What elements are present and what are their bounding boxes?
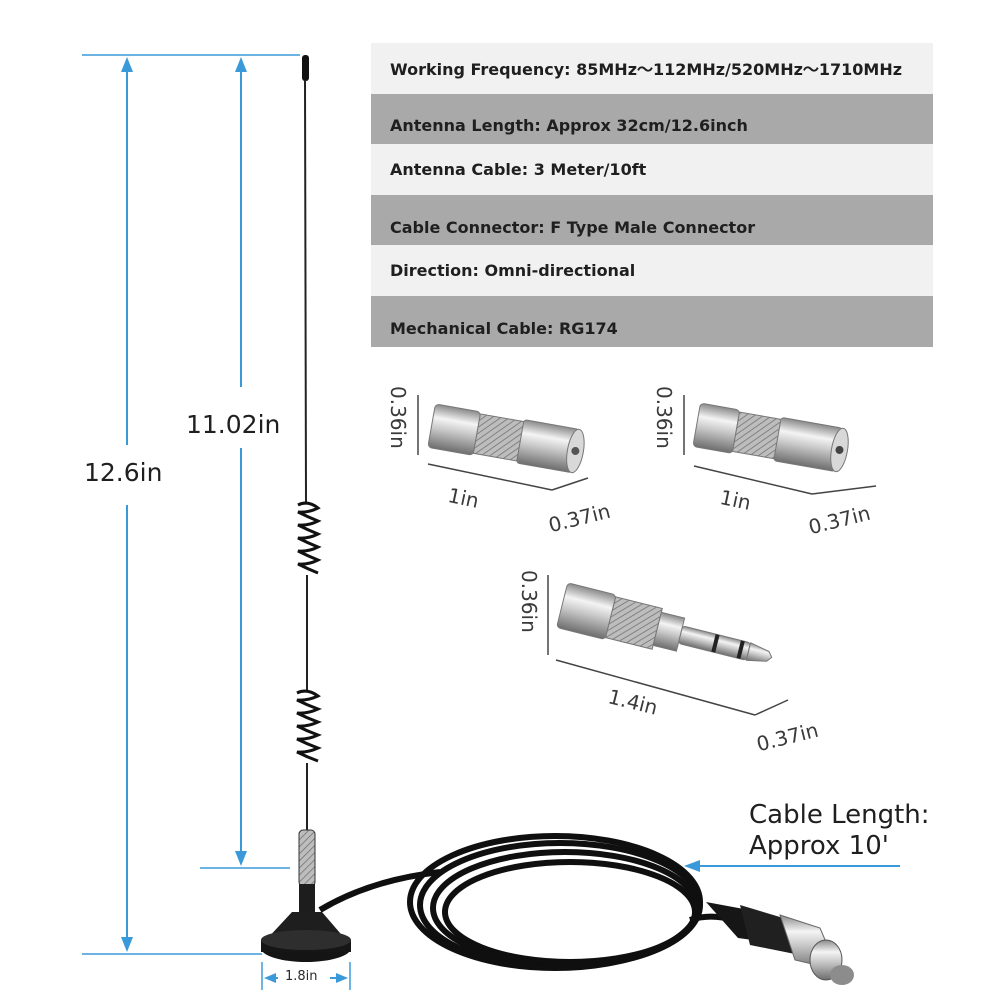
spec-row-frequency: Working Frequency: 85MHz〜112MHz/520MHz〜1… [371,43,933,94]
spec-table: Working Frequency: 85MHz〜112MHz/520MHz〜1… [371,43,933,347]
dimension-lines [82,54,900,990]
whip-height-label: 11.02in [186,410,281,439]
adapter-1-illustration [417,395,589,491]
adapter-2-illustration [683,395,877,495]
spec-row-direction: Direction: Omni-directional [371,245,933,296]
adapter-3-illustration [547,575,789,716]
spec-row-length: Antenna Length: Approx 32cm/12.6inch [371,93,933,145]
f-connector [706,902,854,985]
cable-coil [318,833,762,971]
spec-row-mechanical-cable: Mechanical Cable: RG174 [371,295,933,347]
antenna [261,55,351,962]
adapter-1-height-label: 0.36in [386,386,410,449]
total-height-label: 12.6in [84,458,163,487]
spec-row-connector: Cable Connector: F Type Male Connector [371,194,933,246]
adapter-2-height-label: 0.36in [652,386,676,449]
cable-length-line-1: Cable Length: [749,800,930,830]
cable-length-line-2: Approx 10' [749,831,889,861]
adapter-3-height-label: 0.36in [517,570,541,633]
spec-row-cable: Antenna Cable: 3 Meter/10ft [371,144,933,195]
cable-length-label: Cable Length: Approx 10' [749,800,930,862]
base-width-label: 1.8in [285,969,318,984]
